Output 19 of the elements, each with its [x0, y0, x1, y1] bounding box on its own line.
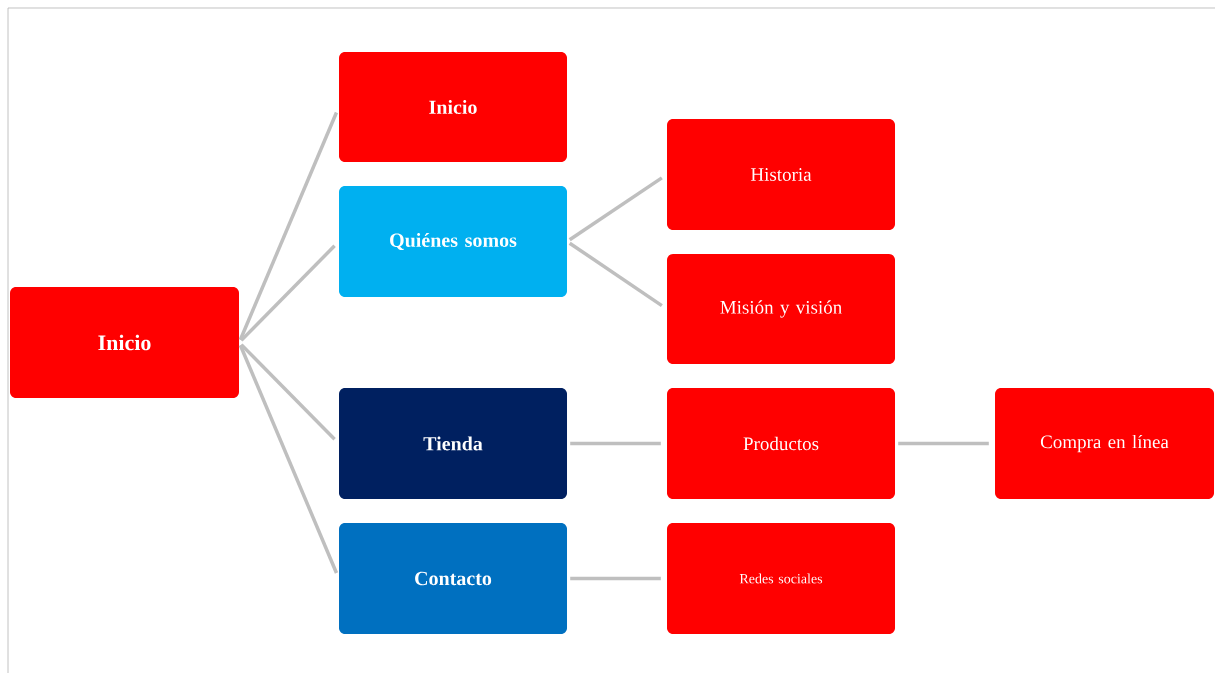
connector-line — [568, 241, 663, 308]
box: Inicio — [339, 52, 567, 162]
box: Redes sociales — [667, 523, 895, 634]
box: Quiénes somos — [339, 186, 567, 297]
connector-line — [568, 176, 663, 242]
box: Compra en línea — [995, 388, 1214, 499]
connector-line — [240, 343, 336, 441]
box: Misión y visión — [667, 254, 895, 364]
box: Productos — [667, 388, 895, 499]
connector-line — [238, 344, 339, 574]
connector-line — [570, 576, 661, 581]
box: Tienda — [339, 388, 567, 499]
box: Historia — [667, 119, 895, 230]
box: Contacto — [339, 523, 567, 634]
box: Inicio — [10, 287, 239, 398]
connector-line — [238, 111, 339, 341]
connector-line — [570, 441, 661, 446]
connector-line — [240, 244, 336, 342]
connector-line — [898, 441, 989, 446]
